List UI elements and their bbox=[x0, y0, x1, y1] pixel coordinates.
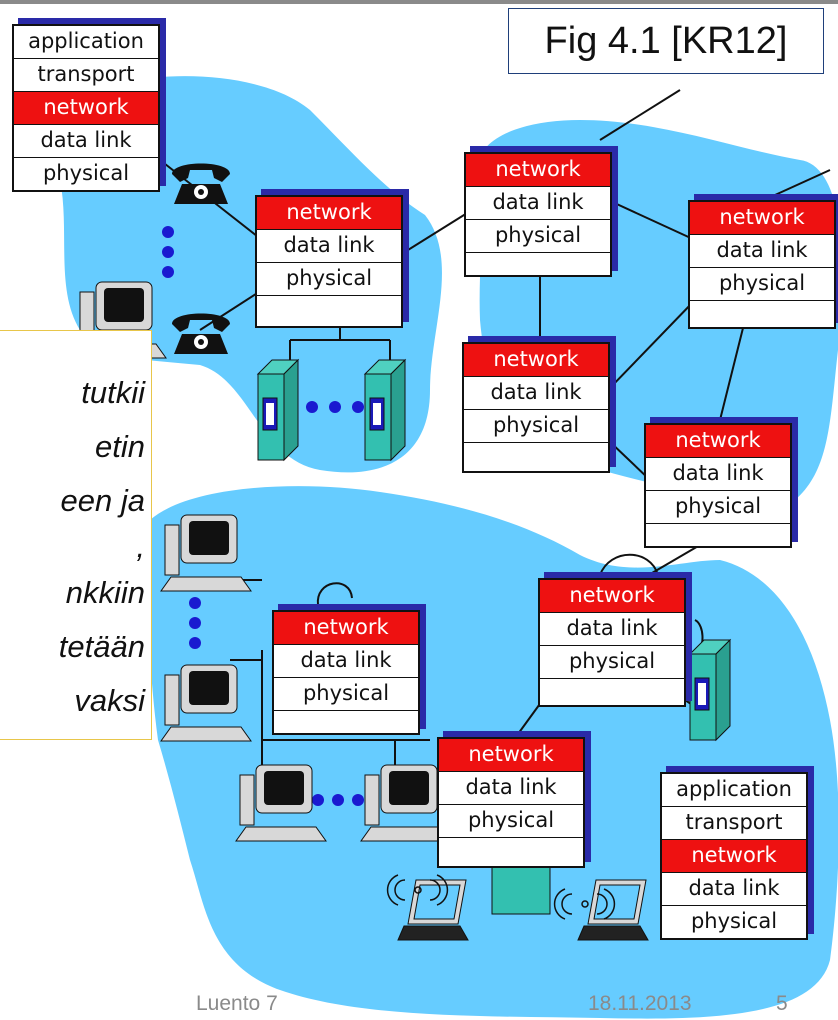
loop-link bbox=[599, 553, 659, 576]
laptop-icon bbox=[397, 879, 469, 941]
physical-layer: physical bbox=[439, 804, 583, 837]
network-layer: network bbox=[646, 425, 790, 457]
transport-layer: transport bbox=[662, 806, 806, 839]
access-point-icon bbox=[491, 861, 551, 915]
router-protocol-stack: network data link physical bbox=[272, 610, 420, 735]
data-link-layer: data link bbox=[14, 124, 158, 157]
data-link-layer: data link bbox=[274, 644, 418, 677]
physical-layer: physical bbox=[646, 490, 790, 523]
desktop-computer-icon bbox=[160, 664, 252, 742]
link bbox=[607, 439, 651, 481]
link bbox=[399, 209, 473, 256]
application-layer: application bbox=[676, 777, 792, 801]
link bbox=[607, 299, 696, 391]
loop-link bbox=[316, 582, 353, 606]
data-link-layer: data link bbox=[662, 872, 806, 905]
network-layer: network bbox=[662, 839, 806, 872]
callout-line: nkkiin bbox=[65, 575, 145, 610]
top-rule bbox=[0, 0, 838, 4]
physical-layer: physical bbox=[14, 157, 158, 190]
callout-line: tutkii bbox=[81, 375, 145, 410]
wireless-signal-icon bbox=[553, 888, 616, 920]
callout-line: , bbox=[136, 529, 145, 564]
network-layer: network bbox=[257, 197, 401, 229]
link bbox=[639, 544, 701, 581]
router-protocol-stack: network data link physical bbox=[437, 737, 585, 868]
data-link-layer: data link bbox=[257, 229, 401, 262]
router-protocol-stack: network data link physical bbox=[464, 152, 612, 277]
server-icon bbox=[256, 358, 300, 462]
desktop-computer-icon bbox=[360, 764, 452, 842]
router-protocol-stack: network data link physical bbox=[255, 195, 403, 328]
application-layer: application bbox=[28, 29, 144, 53]
callout-line: een ja bbox=[60, 483, 145, 518]
footer-lecture: Luento 7 bbox=[196, 992, 278, 1015]
telephone-icon bbox=[172, 163, 230, 204]
network-layer: network bbox=[14, 91, 158, 124]
network-layer: network bbox=[690, 202, 834, 234]
telephone-icon bbox=[172, 313, 230, 354]
physical-layer: physical bbox=[662, 905, 806, 938]
network-layer: network bbox=[540, 580, 684, 612]
router-protocol-stack: network data link physical bbox=[688, 200, 836, 329]
server-icon bbox=[688, 638, 732, 742]
router-protocol-stack: network data link physical bbox=[538, 578, 686, 707]
link bbox=[719, 319, 746, 421]
link bbox=[774, 169, 831, 196]
data-link-layer: data link bbox=[690, 234, 834, 267]
server-icon bbox=[363, 358, 407, 462]
data-link-layer: data link bbox=[646, 457, 790, 490]
physical-layer: physical bbox=[257, 262, 401, 295]
footer-page-number: 5 bbox=[776, 992, 788, 1015]
router-protocol-stack: network data link physical bbox=[462, 342, 610, 473]
physical-layer: physical bbox=[464, 409, 608, 442]
link bbox=[607, 199, 696, 241]
footer-date: 18.11.2013 bbox=[588, 992, 692, 1015]
network-layer: network bbox=[274, 612, 418, 644]
physical-layer: physical bbox=[466, 219, 610, 252]
data-link-layer: data link bbox=[540, 612, 684, 645]
host-protocol-stack: application transport network data link … bbox=[12, 24, 160, 192]
desktop-computer-icon bbox=[160, 514, 252, 592]
network-layer: network bbox=[439, 739, 583, 771]
desktop-computer-icon bbox=[235, 764, 327, 842]
wireless-signal-icon bbox=[386, 874, 449, 906]
data-link-layer: data link bbox=[439, 771, 583, 804]
callout-line: tetään bbox=[58, 629, 145, 664]
host-protocol-stack: application transport network data link … bbox=[660, 772, 808, 940]
router-protocol-stack: network data link physical bbox=[644, 423, 792, 548]
callout-line: etin bbox=[95, 429, 145, 464]
transport-layer: transport bbox=[14, 58, 158, 91]
ellipsis-dots bbox=[162, 226, 364, 806]
callout-text-box: tutkii etin een ja , nkkiin tetään vaksi bbox=[0, 330, 152, 740]
data-link-layer: data link bbox=[466, 186, 610, 219]
physical-layer: physical bbox=[274, 677, 418, 710]
physical-layer: physical bbox=[690, 267, 834, 300]
data-link-layer: data link bbox=[464, 376, 608, 409]
link bbox=[199, 289, 263, 331]
physical-layer: physical bbox=[540, 645, 684, 678]
figure-label: Fig 4.1 [KR12] bbox=[508, 8, 824, 74]
callout-line: vaksi bbox=[74, 683, 145, 718]
network-layer: network bbox=[464, 344, 608, 376]
link bbox=[599, 89, 681, 141]
network-layer: network bbox=[466, 154, 610, 186]
